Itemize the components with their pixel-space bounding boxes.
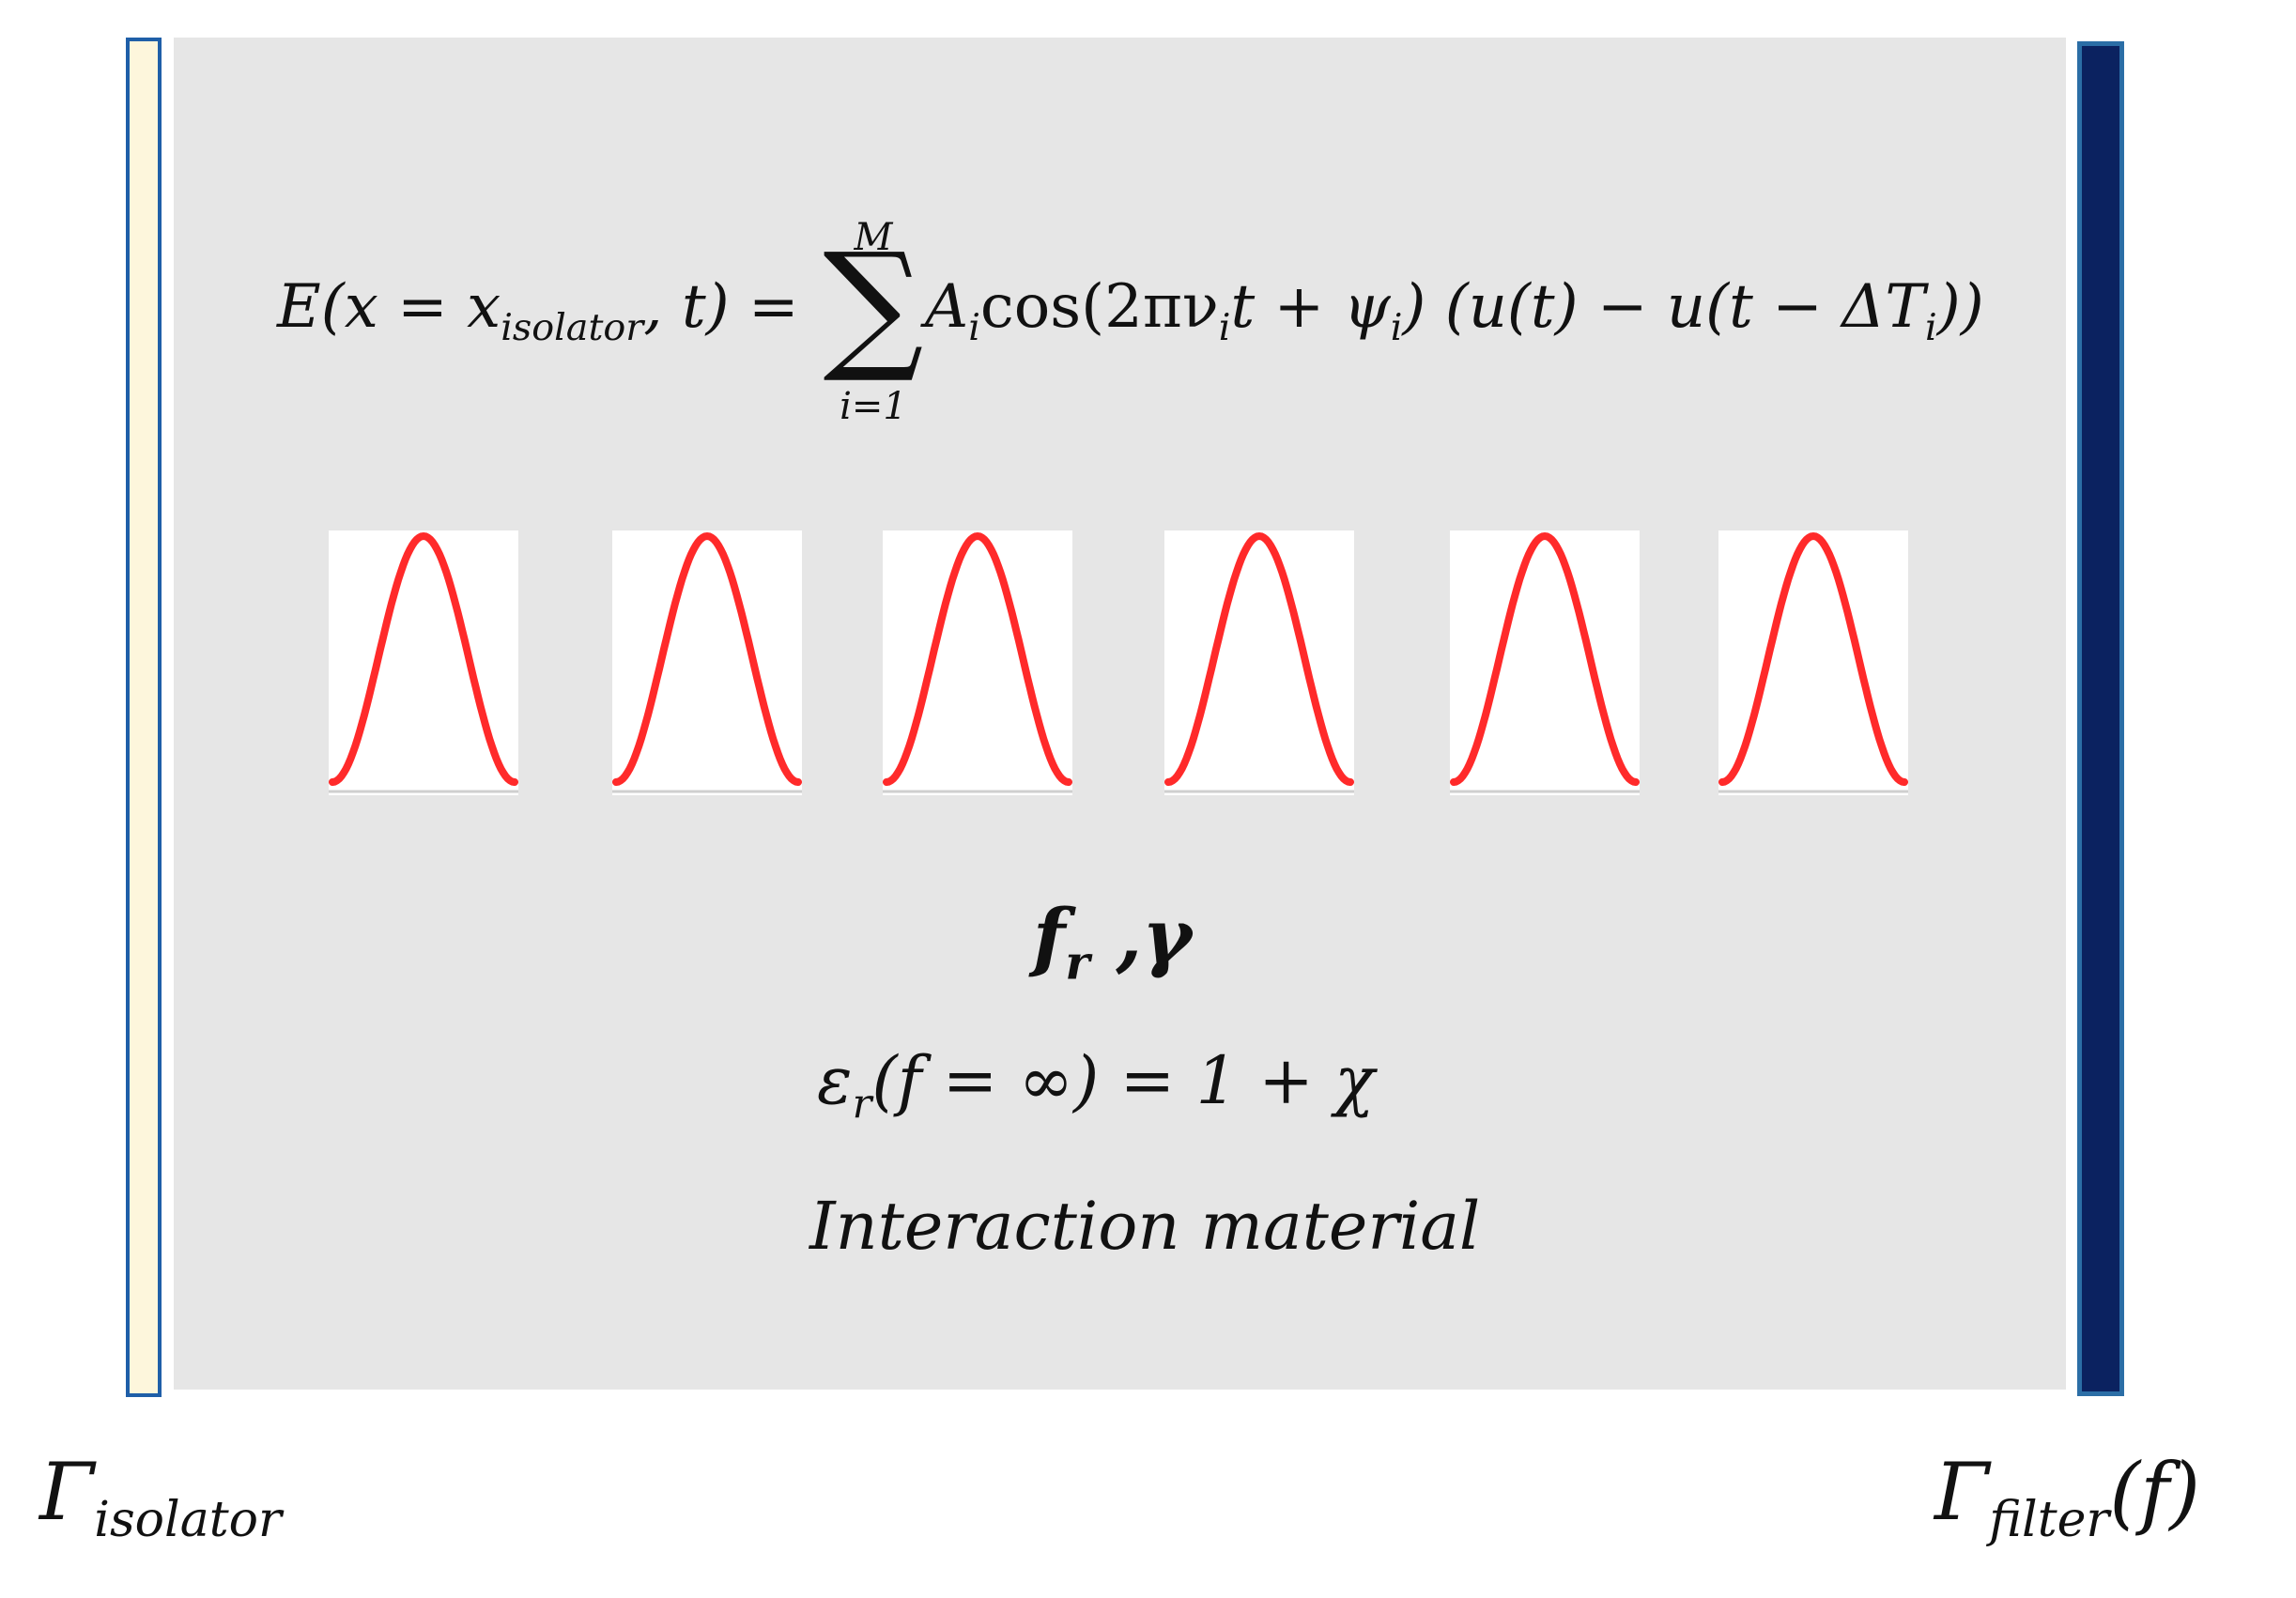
pulse-3: [883, 530, 1072, 795]
summation-operator: M ∑ i=1: [822, 216, 925, 432]
sum-upper-limit: M: [854, 216, 893, 259]
pulse-5: [1450, 530, 1640, 795]
pulse-curve: [1164, 531, 1354, 786]
isolator-boundary: [126, 38, 162, 1397]
pulse-curve: [612, 531, 802, 786]
pulse-plot: [612, 530, 802, 795]
isolator-reflection-label: Γisolator: [39, 1446, 282, 1549]
pulse-plot: [1164, 530, 1354, 795]
pulse-plot: [1718, 530, 1908, 795]
pulse-curve: [329, 531, 518, 786]
pulse-plot: [883, 530, 1072, 795]
pulse-background: [329, 530, 518, 795]
source-field-equation-rhs: Aicos(2πνit + ψi) (u(t) − u(t − ΔTi)): [925, 272, 1984, 349]
sigma-symbol: ∑: [823, 223, 924, 387]
pulse-plot: [329, 530, 518, 795]
pulse-train: [329, 530, 1908, 795]
pulse-2: [612, 530, 802, 795]
pulse-plot: [1450, 530, 1640, 795]
pulse-4: [1164, 530, 1354, 795]
permittivity-equation: εr(f = ∞) = 1 + χ: [817, 1042, 1375, 1129]
pulse-6: [1718, 530, 1908, 795]
pulse-background: [1718, 530, 1908, 795]
filter-reflection-label: Γfilter(f): [1934, 1446, 2200, 1549]
pulse-curve: [1450, 531, 1640, 786]
pulse-background: [1450, 530, 1640, 795]
pulse-curve: [883, 531, 1072, 786]
interaction-material-label: Interaction material: [809, 1188, 1481, 1265]
filter-boundary: [2077, 41, 2124, 1396]
pulse-curve: [1718, 531, 1908, 786]
pulse-1: [329, 530, 518, 795]
sum-lower-limit: i=1: [840, 385, 907, 428]
source-field-equation-lhs: E(x = xisolator, t) =: [277, 272, 799, 349]
pulse-background: [612, 530, 802, 795]
pulse-background: [883, 530, 1072, 795]
pulse-background: [1164, 530, 1354, 795]
resonance-parameters: fr ,γ: [1033, 892, 1193, 991]
